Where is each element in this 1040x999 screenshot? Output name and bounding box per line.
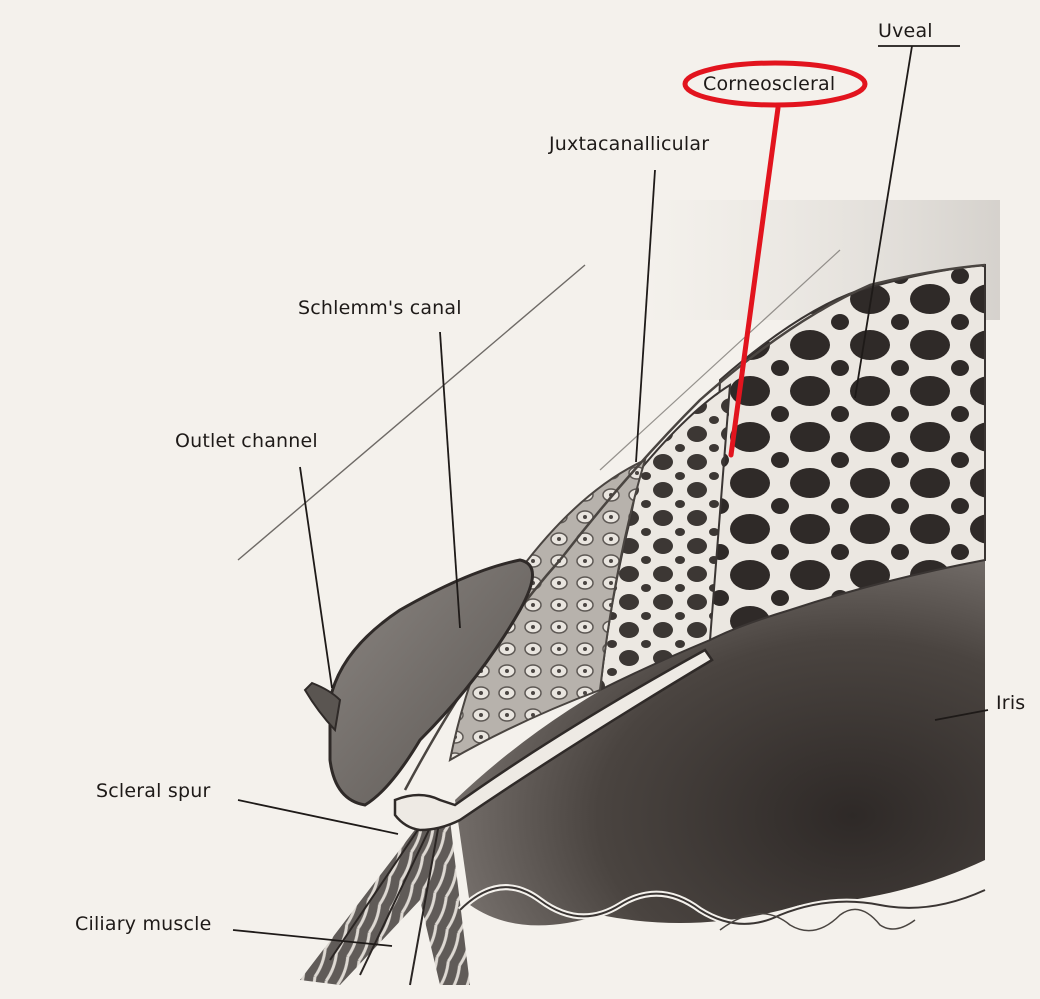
label-outlet-channel: Outlet channel bbox=[175, 430, 318, 452]
label-juxtacanalicular: Juxtacanallicular bbox=[549, 133, 709, 155]
label-scleral-spur: Scleral spur bbox=[96, 780, 210, 802]
label-iris: Iris bbox=[996, 692, 1025, 714]
label-schlemms-canal: Schlemm's canal bbox=[298, 297, 462, 319]
label-ciliary-muscle: Ciliary muscle bbox=[75, 913, 212, 935]
label-uveal: Uveal bbox=[878, 20, 933, 42]
label-corneoscleral: Corneoscleral bbox=[703, 73, 835, 95]
